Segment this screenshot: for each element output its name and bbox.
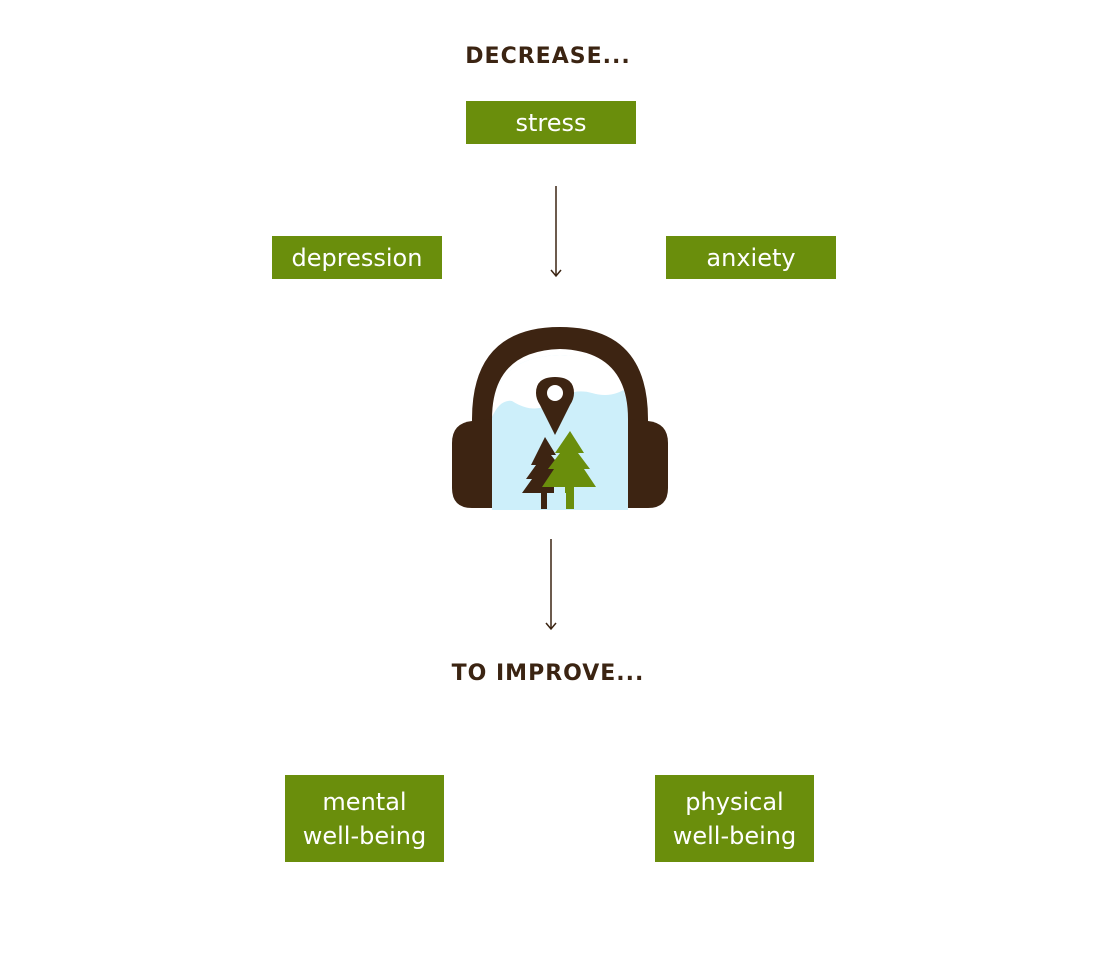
depression-box: depression — [272, 236, 442, 279]
arrow-down-icon — [545, 539, 557, 631]
stress-label: stress — [515, 108, 587, 137]
location-pin — [536, 377, 574, 435]
green-tree-trunk — [566, 487, 574, 509]
depression-label: depression — [291, 243, 423, 272]
decrease-heading: DECREASE... — [465, 44, 631, 69]
location-pin-hole — [547, 385, 563, 401]
arrow-down-icon — [550, 186, 562, 278]
headband — [472, 327, 648, 447]
headphones-forest-location-icon — [452, 327, 668, 510]
right-earcup — [628, 419, 668, 508]
mental-label-line1: mental — [322, 787, 407, 816]
physical-label-line2: well-being — [672, 821, 797, 850]
dark-tree-trunk — [541, 487, 547, 509]
anxiety-box: anxiety — [666, 236, 836, 279]
anxiety-label: anxiety — [706, 243, 796, 272]
stress-box: stress — [466, 101, 636, 144]
physical-wellbeing-box: physical well-being — [655, 775, 814, 862]
green-tree — [542, 431, 596, 493]
physical-label-line1: physical — [685, 787, 784, 816]
left-earcup — [452, 419, 492, 508]
mental-label-line2: well-being — [302, 821, 427, 850]
improve-heading: TO IMPROVE... — [451, 661, 645, 686]
mental-wellbeing-box: mental well-being — [285, 775, 444, 862]
